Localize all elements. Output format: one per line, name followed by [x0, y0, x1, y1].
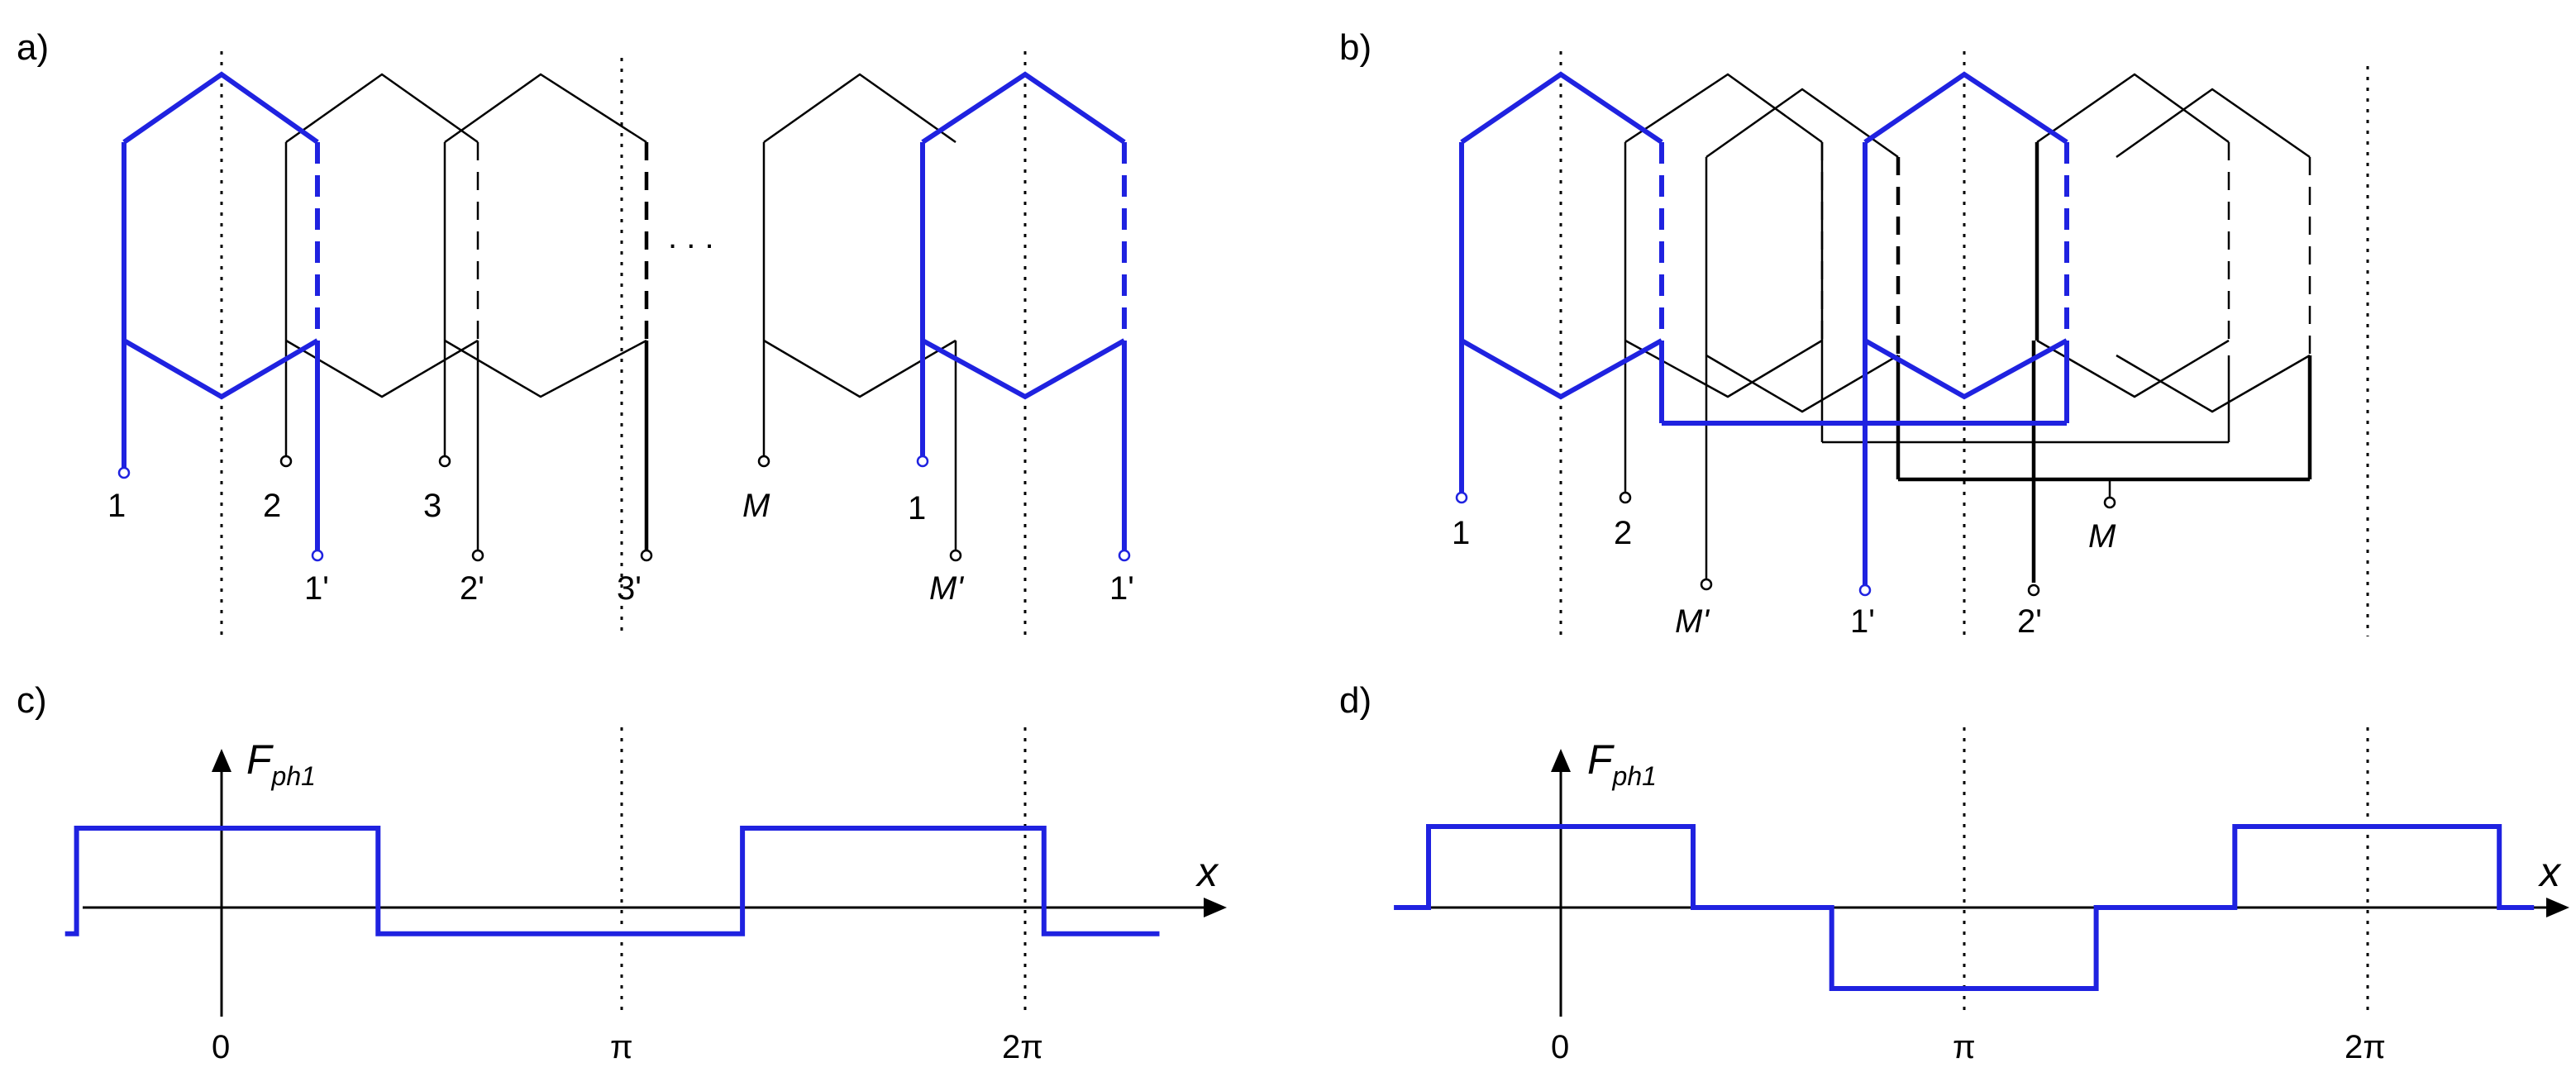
- panel-d-mmf-waveform: [1394, 824, 2535, 991]
- panel-b-reference-lines: [1559, 51, 2369, 636]
- panel-b: 1 2 M M' 1' 2': [1452, 51, 2369, 640]
- panel-b-terminals: [1455, 491, 2116, 597]
- panel-c-x-label: x: [1195, 849, 1219, 895]
- panel-a-terminal-1-right: 1: [908, 490, 926, 526]
- panel-a-label: a): [17, 27, 49, 68]
- panel-d-y-arrowhead: [1551, 749, 1571, 772]
- panel-a-terminal-1-prime-right: 1': [1109, 570, 1134, 607]
- panel-c-mmf-chart: Fph1 x 0 π 2π: [64, 727, 1227, 1065]
- panel-c-mmf-waveform: [64, 826, 1160, 936]
- panel-d-y-label: Fph1: [1587, 736, 1657, 791]
- panel-a-ellipsis: . . .: [668, 219, 714, 255]
- panel-c-label: c): [17, 680, 47, 721]
- panel-b-bold-connectors: [1896, 142, 2312, 583]
- panel-a-terminal-2-prime: 2': [460, 570, 484, 607]
- panel-b-terminal-1: 1: [1452, 515, 1470, 551]
- panel-b-terminal-2-prime: 2': [2017, 603, 2042, 640]
- panel-a-terminal-1: 1: [107, 488, 126, 524]
- panel-d-tick-0: 0: [1551, 1029, 1569, 1065]
- panel-b-terminal-2: 2: [1614, 515, 1632, 551]
- panel-d-label: d): [1339, 680, 1371, 721]
- panel-c-y-arrowhead: [212, 749, 231, 772]
- panel-d-tick-2pi: 2π: [2345, 1029, 2386, 1065]
- panel-a-terminal-1-prime: 1': [304, 570, 329, 607]
- panel-d-x-label: x: [2538, 849, 2562, 895]
- panel-d-x-arrowhead: [2546, 898, 2569, 917]
- panel-b-terminal-M: M: [2088, 518, 2116, 555]
- panel-a-terminal-3: 3: [423, 488, 441, 524]
- panel-a-terminal-2: 2: [263, 488, 281, 524]
- panel-b-terminal-1-prime: 1': [1850, 603, 1875, 640]
- panel-b-black-coils: [1624, 73, 2311, 583]
- panel-c-tick-pi: π: [610, 1029, 633, 1065]
- panel-a-terminal-3-prime: 3': [617, 570, 642, 607]
- panel-a-reference-lines: [220, 51, 1027, 636]
- panel-a-terminals: [117, 455, 1131, 562]
- panel-d-reference-lines: [1963, 727, 2369, 1017]
- panel-a-phase1-coils: [122, 71, 1127, 554]
- panel-a-terminal-M: M: [742, 488, 770, 524]
- panel-b-label: b): [1339, 27, 1371, 68]
- panel-b-terminal-M-prime: M': [1675, 603, 1710, 640]
- panel-b-phase1-coils: [1459, 71, 2069, 588]
- panel-a-terminal-M-prime: M': [929, 570, 964, 607]
- panel-d-mmf-chart: Fph1 x 0 π 2π: [1394, 727, 2569, 1065]
- panel-d-tick-pi: π: [1953, 1029, 1976, 1065]
- panel-c-reference-lines: [620, 727, 1027, 1017]
- panel-a: 1 2 3 M 1 1' 2' 3' M' 1' . . .: [107, 51, 1134, 636]
- panel-c-tick-2pi: 2π: [1002, 1029, 1043, 1065]
- panel-c-x-arrowhead: [1204, 898, 1227, 917]
- panel-c-y-label: Fph1: [246, 736, 316, 791]
- panel-c-tick-0: 0: [212, 1029, 230, 1065]
